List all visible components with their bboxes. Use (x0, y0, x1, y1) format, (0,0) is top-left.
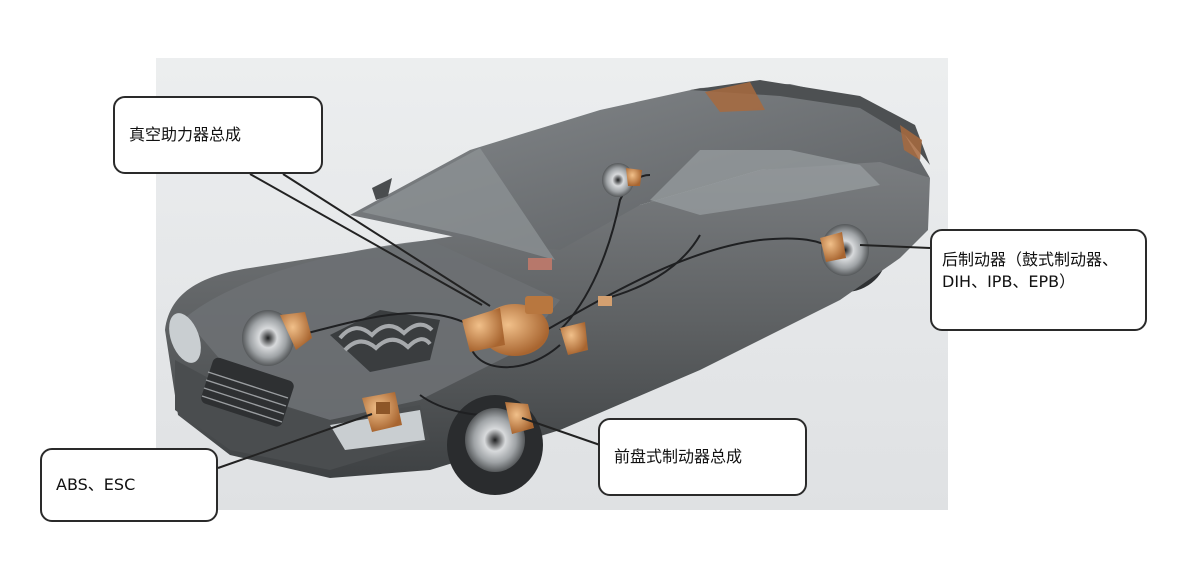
callout-vacuum-booster: 真空助力器总成 (113, 96, 323, 174)
pedal-component (598, 296, 612, 306)
front-left-caliper (280, 312, 312, 350)
car-windshield (362, 148, 555, 260)
side-mirror (372, 178, 392, 200)
label-abs-esc: ABS、ESC (56, 475, 136, 494)
front-left-brake-disc (242, 310, 294, 366)
leader-vacuum (249, 173, 483, 306)
leader-front (521, 417, 601, 446)
callout-front-disc-brake: 前盘式制动器总成 (598, 418, 807, 496)
trunk-copper-accent (705, 82, 765, 112)
rear-right-caliper (820, 232, 846, 262)
label-rear-brake: 后制动器（鼓式制动器、DIH、IPB、EPB） (942, 250, 1119, 291)
rear-left-caliper (626, 168, 642, 186)
label-vacuum-booster: 真空助力器总成 (129, 125, 242, 144)
left-headlight (169, 313, 201, 363)
label-front-disc-brake: 前盘式制动器总成 (614, 447, 743, 466)
leader-rear (859, 244, 931, 249)
callout-rear-brake: 后制动器（鼓式制动器、DIH、IPB、EPB） (930, 229, 1147, 331)
dash-component (528, 258, 552, 270)
car-trunk (690, 80, 930, 165)
leader-vacuum-2 (282, 173, 491, 307)
leader-abs (217, 413, 373, 469)
vacuum-booster-assembly (462, 296, 588, 356)
car-side-windows (650, 150, 880, 215)
trunk-copper-accent-right (900, 125, 922, 160)
rear-left-brake-disc (602, 163, 634, 197)
front-right-caliper (505, 402, 534, 434)
engine (330, 310, 440, 372)
abs-esc-module (362, 392, 402, 432)
leader-lines (217, 173, 931, 469)
callout-abs-esc: ABS、ESC (40, 448, 218, 522)
